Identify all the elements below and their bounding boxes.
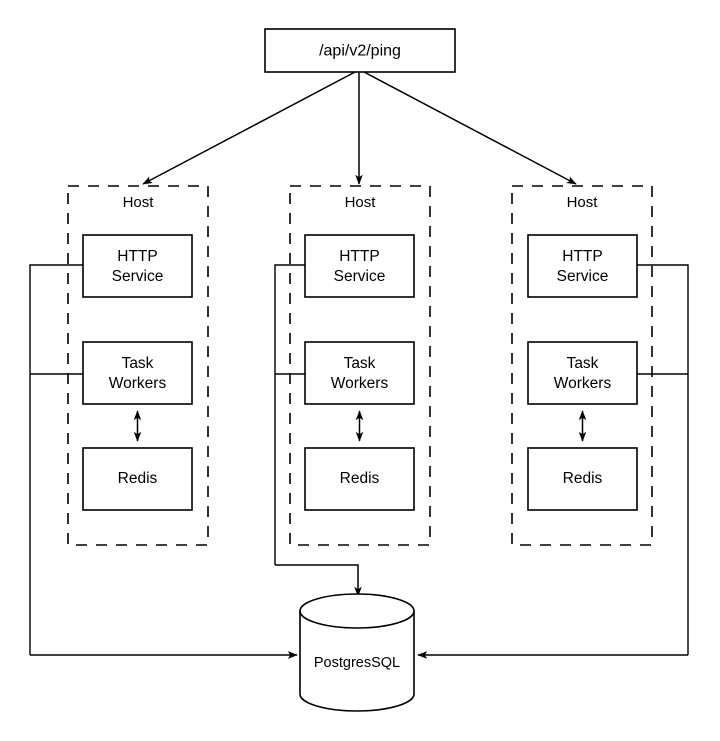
entrypoint-box[interactable]	[264, 28, 456, 73]
database-cylinder-body[interactable]	[299, 610, 415, 712]
task-workers-left-box[interactable]	[82, 341, 193, 405]
entrypoint-label: /api/v2/ping	[319, 43, 401, 60]
task-workers-middle-label-line1: Task	[344, 355, 376, 372]
http-service-right-label-line2: Service	[557, 268, 609, 285]
host-group-middle[interactable]: Host HTTP Service Task Workers Redis	[289, 185, 431, 546]
edge-left-http-service-bus	[29, 264, 83, 655]
node-task-workers-left[interactable]: Task Workers	[82, 341, 193, 405]
host-group-right[interactable]: Host HTTP Service Task Workers Redis	[511, 185, 653, 546]
redis-middle-box[interactable]	[304, 447, 415, 511]
http-service-left-label-line2: Service	[112, 268, 164, 285]
redis-left-box[interactable]	[82, 447, 193, 511]
host-left-boundary[interactable]	[67, 185, 209, 546]
node-redis-right[interactable]: Redis	[527, 447, 638, 511]
entrypoint-node[interactable]: /api/v2/ping	[264, 28, 456, 73]
edge-entrypoint-to-host-right	[363, 71, 577, 185]
node-http-service-right[interactable]: HTTP Service	[527, 234, 638, 298]
task-workers-right-box[interactable]	[527, 341, 638, 405]
http-service-middle-label-line1: HTTP	[339, 248, 379, 265]
task-workers-middle-label-line2: Workers	[331, 375, 389, 392]
edge-middle-bus-to-database	[275, 564, 362, 597]
host-right-boundary[interactable]	[511, 185, 653, 546]
http-service-left-box[interactable]	[82, 234, 193, 298]
task-workers-left-label-line1: Task	[122, 355, 154, 372]
task-workers-left-label-line2: Workers	[109, 375, 167, 392]
redis-left-label: Redis	[118, 470, 158, 487]
host-left-label: Host	[123, 194, 155, 211]
edge-right-http-service-bus	[637, 264, 689, 655]
host-middle-label: Host	[345, 194, 377, 211]
node-database[interactable]: PostgresSQL	[299, 593, 415, 712]
database-cylinder-top	[299, 593, 415, 629]
task-workers-right-label-line2: Workers	[554, 375, 612, 392]
node-redis-middle[interactable]: Redis	[304, 447, 415, 511]
http-service-right-label-line1: HTTP	[562, 248, 602, 265]
http-service-middle-label-line2: Service	[334, 268, 386, 285]
task-workers-middle-box[interactable]	[304, 341, 415, 405]
node-task-workers-right[interactable]: Task Workers	[527, 341, 638, 405]
host-group-left[interactable]: Host HTTP Service Task Workers Redis	[67, 185, 209, 546]
redis-right-label: Redis	[563, 470, 603, 487]
task-workers-right-label-line1: Task	[567, 355, 599, 372]
redis-middle-label: Redis	[340, 470, 380, 487]
host-middle-boundary[interactable]	[289, 185, 431, 546]
edge-entrypoint-to-host-left	[142, 71, 356, 185]
node-http-service-middle[interactable]: HTTP Service	[304, 234, 415, 298]
edge-middle-http-service-bus	[274, 264, 305, 565]
database-label: PostgresSQL	[314, 655, 400, 671]
redis-right-box[interactable]	[527, 447, 638, 511]
node-redis-left[interactable]: Redis	[82, 447, 193, 511]
http-service-middle-box[interactable]	[304, 234, 415, 298]
http-service-left-label-line1: HTTP	[117, 248, 157, 265]
node-task-workers-middle[interactable]: Task Workers	[304, 341, 415, 405]
host-right-label: Host	[567, 194, 599, 211]
http-service-right-box[interactable]	[527, 234, 638, 298]
node-http-service-left[interactable]: HTTP Service	[82, 234, 193, 298]
